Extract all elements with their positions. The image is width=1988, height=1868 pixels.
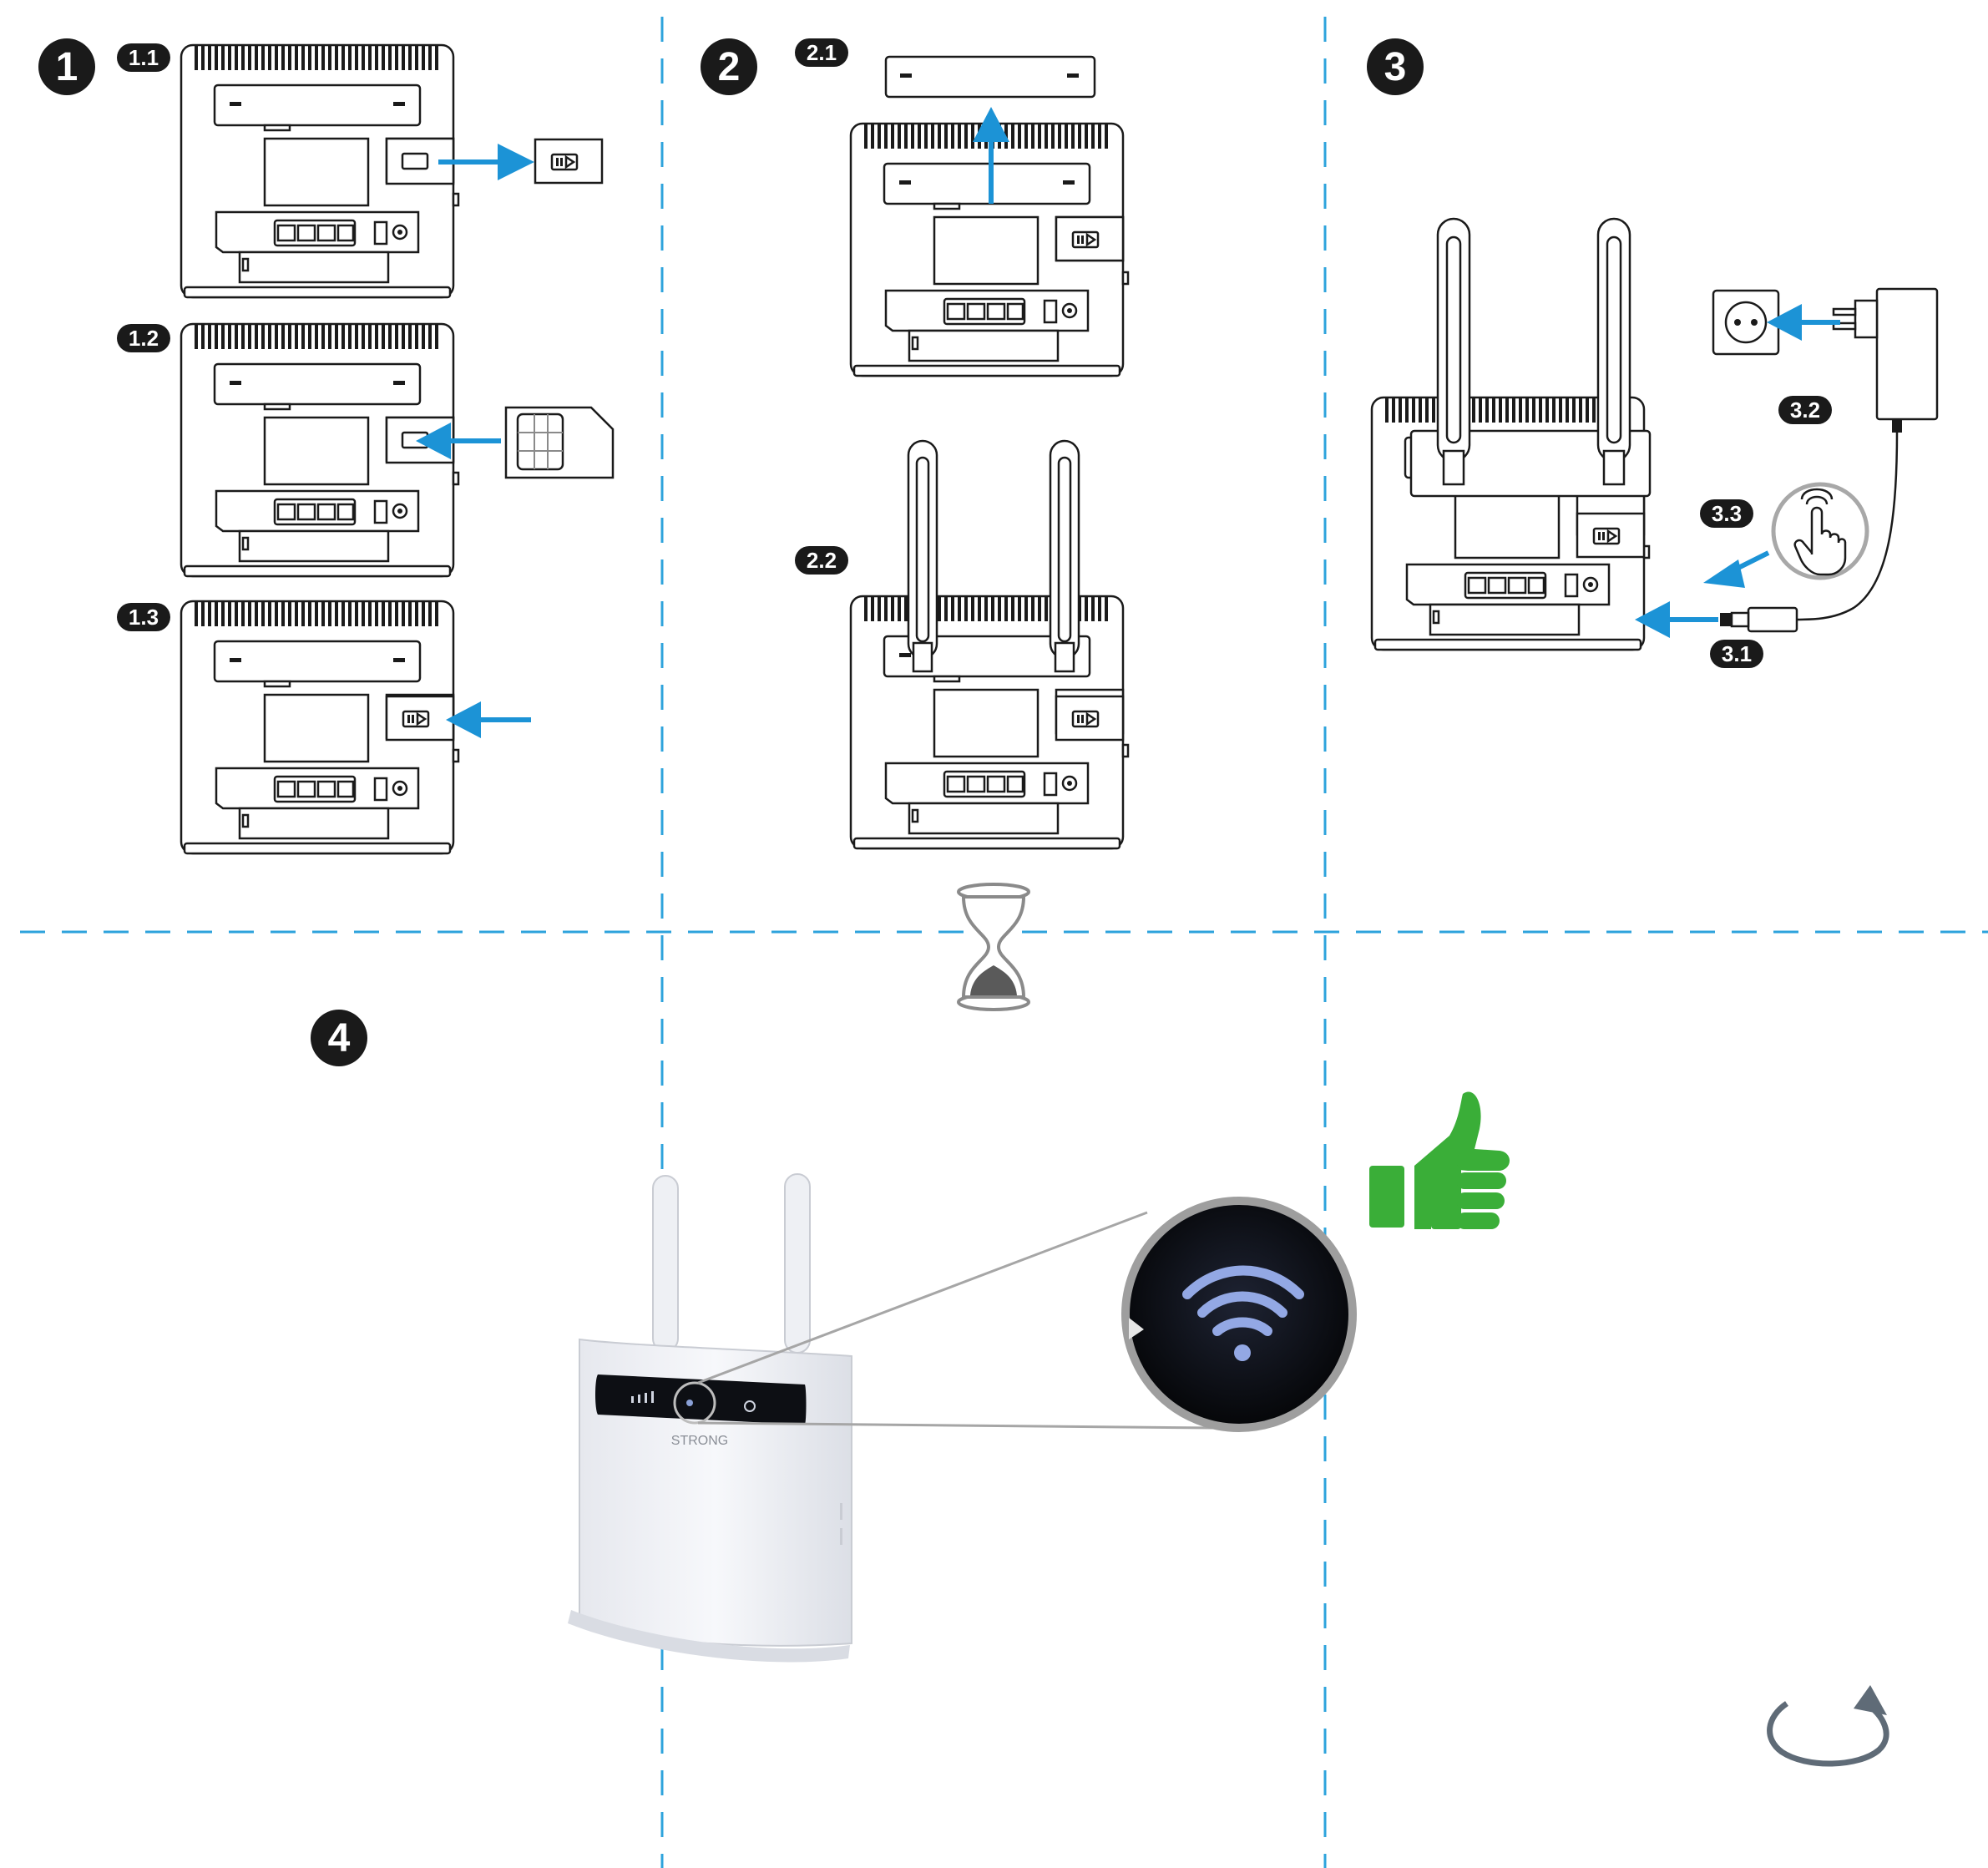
svg-text:1.3: 1.3 — [129, 605, 159, 630]
antenna — [908, 441, 937, 671]
step-3: 3 — [1367, 38, 1937, 668]
step-1: 1 1.1 1.2 — [38, 38, 613, 853]
svg-text:3.3: 3.3 — [1712, 501, 1742, 526]
svg-text:3: 3 — [1384, 45, 1407, 89]
substep-2-1: 2.1 — [795, 38, 1128, 376]
substep-1-3: 1.3 — [117, 601, 531, 853]
step-number-badge: 4 — [311, 1010, 367, 1066]
step-2: 2 2.1 2.2 — [701, 38, 1128, 1010]
substep-3-2: 3.2 — [1778, 396, 1832, 424]
sim-tray-icon — [1056, 217, 1123, 261]
svg-text:1.2: 1.2 — [129, 326, 159, 351]
sim-tray-icon — [535, 139, 602, 183]
svg-text:1.1: 1.1 — [129, 45, 159, 70]
sim-tray-icon — [1056, 696, 1123, 740]
sim-tray-icon — [1577, 514, 1644, 557]
substep-1-1: 1.1 — [117, 43, 602, 297]
svg-text:3.2: 3.2 — [1790, 397, 1820, 423]
antenna — [1438, 219, 1470, 484]
brand-logo: STRONG — [671, 1434, 728, 1448]
sim-tray-icon — [387, 696, 453, 740]
svg-text:3.1: 3.1 — [1722, 641, 1752, 666]
dc-plug-icon — [1720, 608, 1797, 631]
substep-1-2: 1.2 — [117, 324, 613, 576]
substep-2-2: 2.2 — [795, 441, 1128, 848]
substep-3-1: 3.1 — [1710, 640, 1763, 668]
hourglass-icon — [959, 884, 1029, 1010]
svg-text:1: 1 — [56, 45, 78, 89]
refresh-icon — [1770, 1685, 1887, 1764]
step-number-badge: 3 — [1367, 38, 1424, 95]
router-photo: STRONG — [568, 1174, 852, 1662]
sim-card-icon — [506, 408, 613, 478]
svg-text:4: 4 — [328, 1016, 351, 1061]
antenna — [1598, 219, 1630, 484]
svg-text:2.1: 2.1 — [807, 40, 837, 65]
step-4: 4 STRONG — [311, 1010, 1887, 1764]
antenna — [1050, 441, 1079, 671]
substep-3-3: 3.3 — [1700, 499, 1753, 528]
step-number-badge: 1 — [38, 38, 95, 95]
antenna-cover — [886, 57, 1095, 97]
step-number-badge: 2 — [701, 38, 757, 95]
svg-text:2.2: 2.2 — [807, 548, 837, 573]
touch-button-icon — [1773, 484, 1867, 578]
thumbs-up-icon — [1369, 1092, 1510, 1229]
svg-text:2: 2 — [718, 45, 741, 89]
